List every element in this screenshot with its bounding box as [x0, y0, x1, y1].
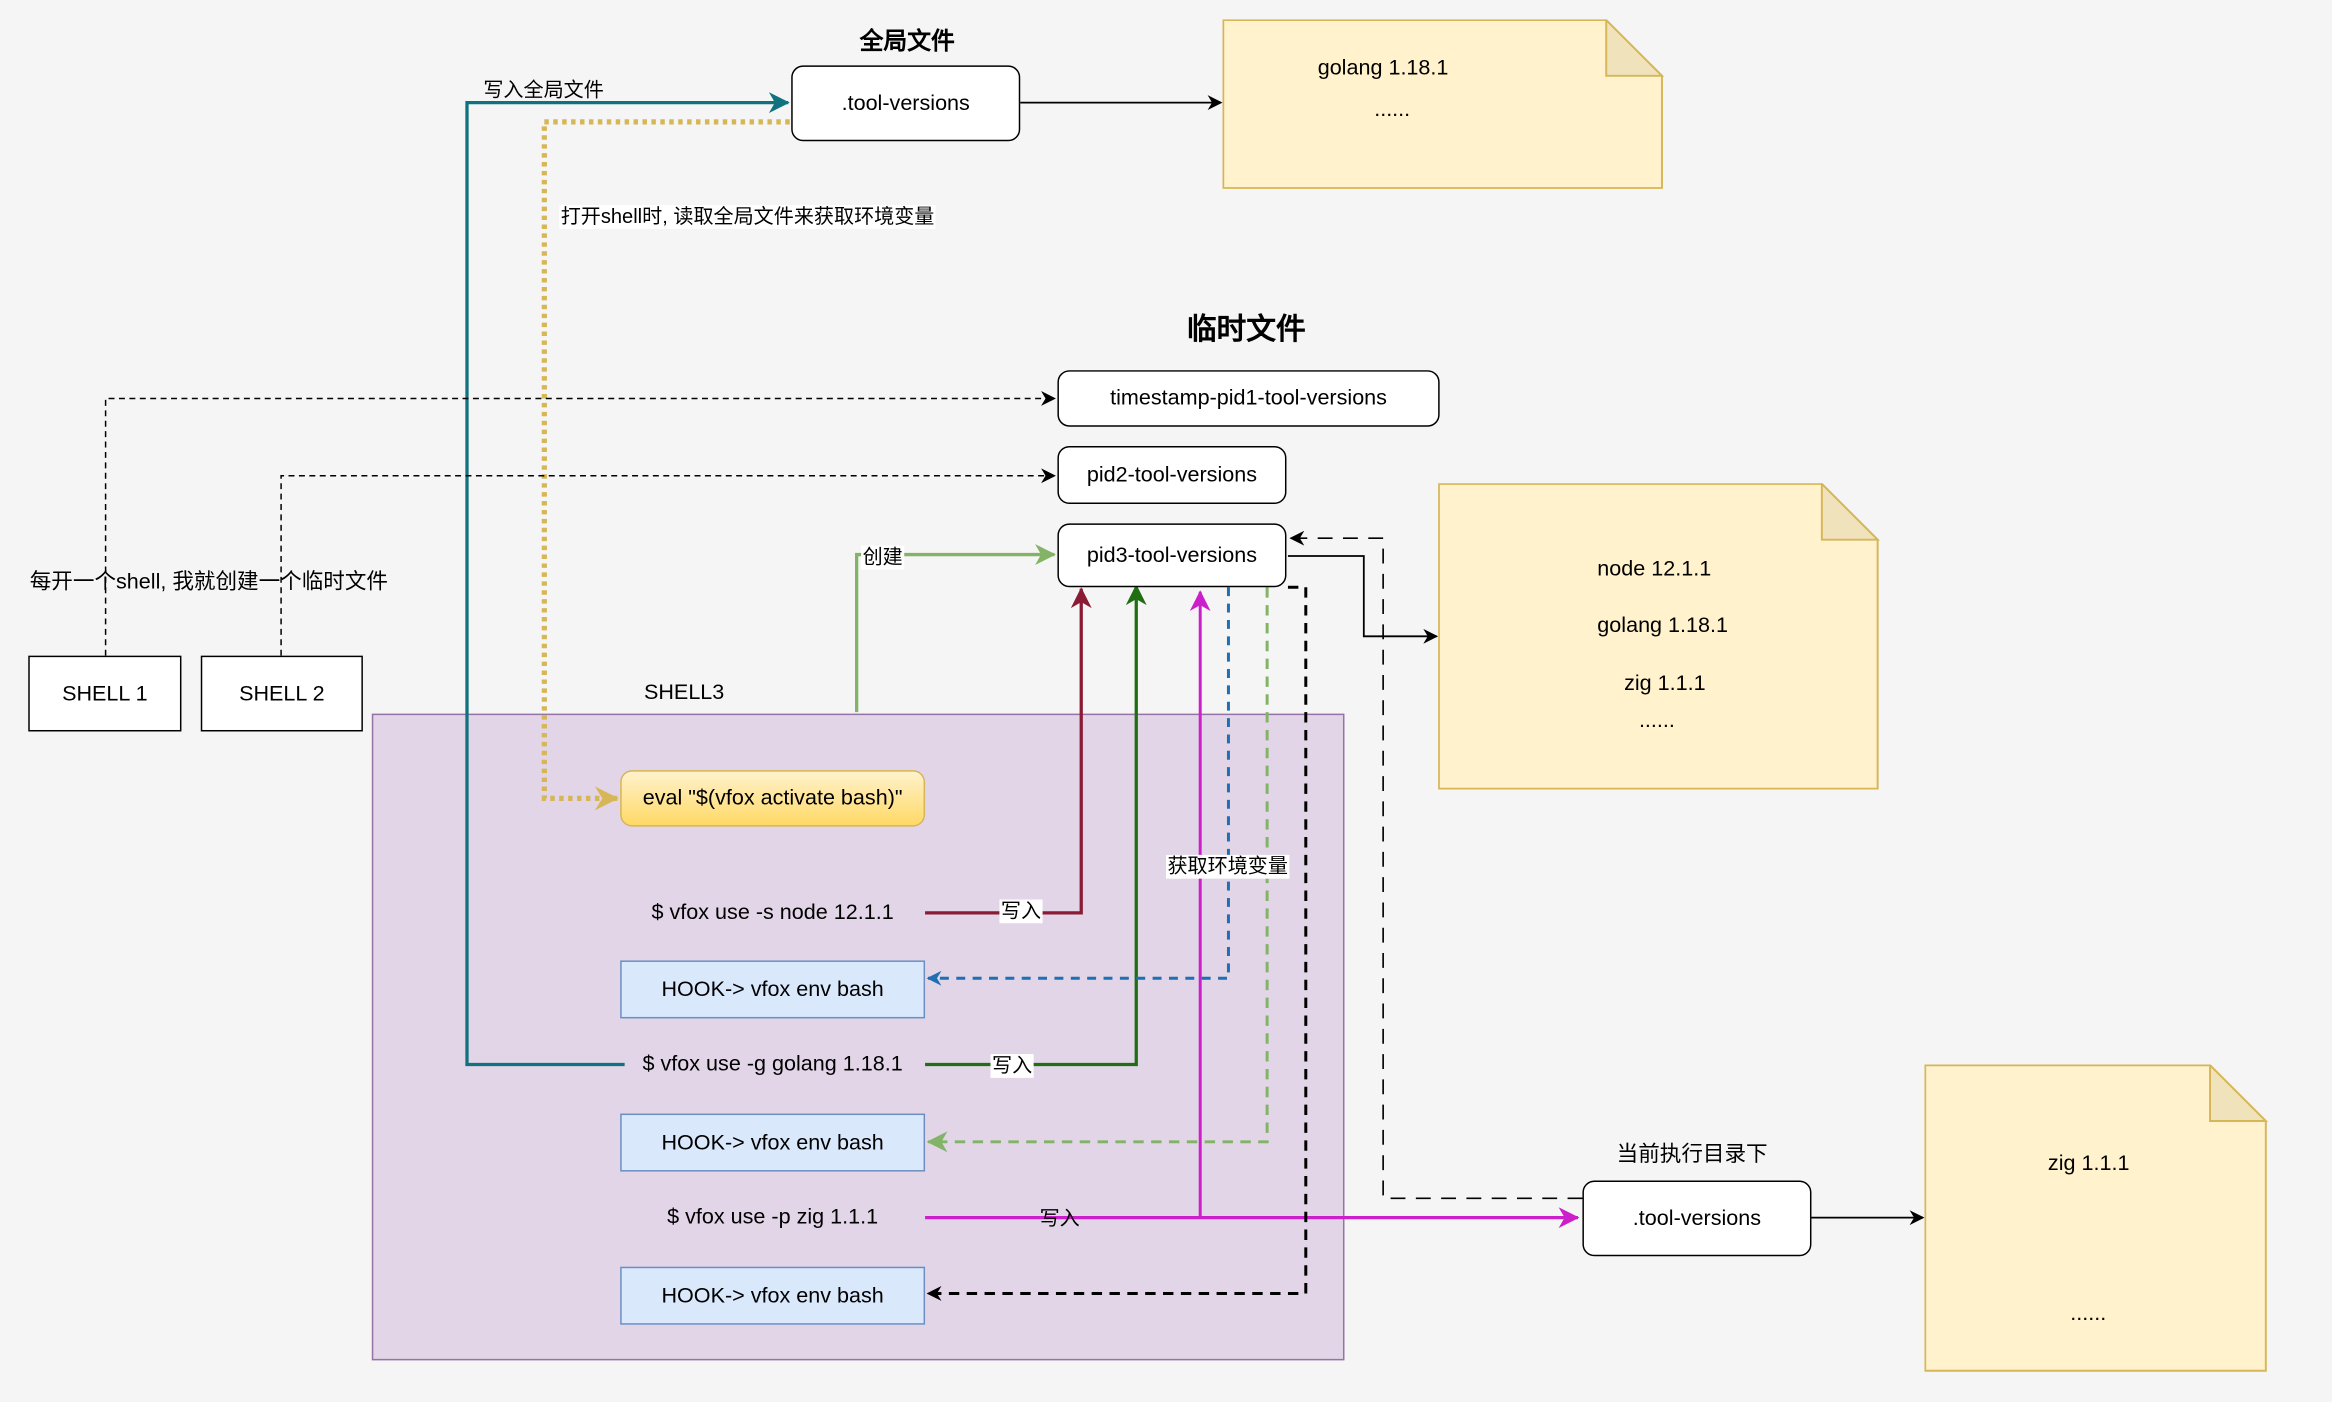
edge-env-hook3 — [926, 585, 1308, 1301]
label-write-global: 写入全局文件 — [483, 78, 604, 102]
label-get-env: 获取环境变量 — [1165, 854, 1290, 879]
edge-read-global — [541, 119, 790, 811]
edge-write-pid3-golang — [925, 584, 1147, 1067]
note-fold — [2209, 1064, 2269, 1122]
cmd-global-node: $ vfox use -g golang 1.18.1 — [642, 1052, 903, 1077]
note-fold — [1820, 483, 1880, 541]
note-global-line: golang 1.18.1 — [1317, 56, 1449, 81]
global-file-note — [1222, 19, 1665, 189]
label-create: 创建 — [861, 545, 905, 570]
global-file-title: 全局文件 — [859, 29, 955, 56]
note-local-line: ...... — [2070, 1302, 2107, 1327]
edge-local-to-pid3 — [1289, 530, 1583, 1200]
label-write-project: 写入 — [1039, 1207, 1080, 1230]
label-each-shell-creates: 每开一个shell, 我就创建一个临时文件 — [29, 570, 389, 595]
edge-env-hook2 — [926, 587, 1269, 1153]
temp-file-note — [1438, 483, 1880, 790]
note-temp-line: node 12.1.1 — [1597, 557, 1712, 582]
shell2-node[interactable]: SHELL 2 — [200, 655, 363, 732]
eval-activate-node[interactable]: eval "$(vfox activate bash)" — [620, 770, 926, 827]
local-tool-versions-node[interactable]: .tool-versions — [1582, 1180, 1812, 1257]
note-temp-line: ...... — [1638, 709, 1675, 733]
edge-env-hook1 — [926, 587, 1230, 986]
global-tool-versions-node[interactable]: .tool-versions — [791, 65, 1021, 142]
current-dir-title: 当前执行目录下 — [1616, 1143, 1768, 1168]
hook-env-node-2[interactable]: HOOK-> vfox env bash — [620, 1113, 926, 1172]
temp-pid2-node[interactable]: pid2-tool-versions — [1057, 446, 1287, 505]
edge-create-pid3 — [855, 544, 1056, 713]
hook-env-node-1[interactable]: HOOK-> vfox env bash — [620, 960, 926, 1019]
hook-env-node-3[interactable]: HOOK-> vfox env bash — [620, 1266, 926, 1325]
edge-write-session — [925, 587, 1092, 915]
local-file-note — [1924, 1064, 2269, 1372]
note-body — [1222, 19, 1663, 189]
temp-files-title: 临时文件 — [1186, 313, 1306, 347]
label-write-session: 写入 — [999, 899, 1043, 924]
edge-shell1-to-pid1 — [104, 391, 1056, 656]
label-read-global: 打开shell时, 读取全局文件来获取环境变量 — [559, 205, 936, 229]
note-body — [1924, 1064, 2267, 1372]
shell1-node[interactable]: SHELL 1 — [28, 655, 182, 732]
note-global-line: ...... — [1374, 98, 1411, 122]
label-write-global-pid3: 写入 — [990, 1054, 1034, 1078]
note-body — [1438, 483, 1879, 790]
note-temp-line: zig 1.1.1 — [1624, 672, 1706, 696]
edge-shell2-to-pid2 — [280, 468, 1056, 656]
note-local-line: zig 1.1.1 — [2047, 1152, 2130, 1177]
note-temp-line: golang 1.18.1 — [1597, 614, 1729, 638]
temp-pid1-node[interactable]: timestamp-pid1-tool-versions — [1057, 370, 1440, 427]
shell3-title: SHELL3 — [643, 680, 725, 705]
temp-pid3-node[interactable]: pid3-tool-versions — [1057, 523, 1287, 588]
edge-pid3-to-note — [1287, 555, 1439, 644]
note-fold — [1605, 19, 1665, 77]
edge-write-global — [465, 92, 790, 1067]
cmd-session-node: $ vfox use -s node 12.1.1 — [651, 900, 894, 925]
cmd-project-node: $ vfox use -p zig 1.1.1 — [667, 1205, 879, 1230]
